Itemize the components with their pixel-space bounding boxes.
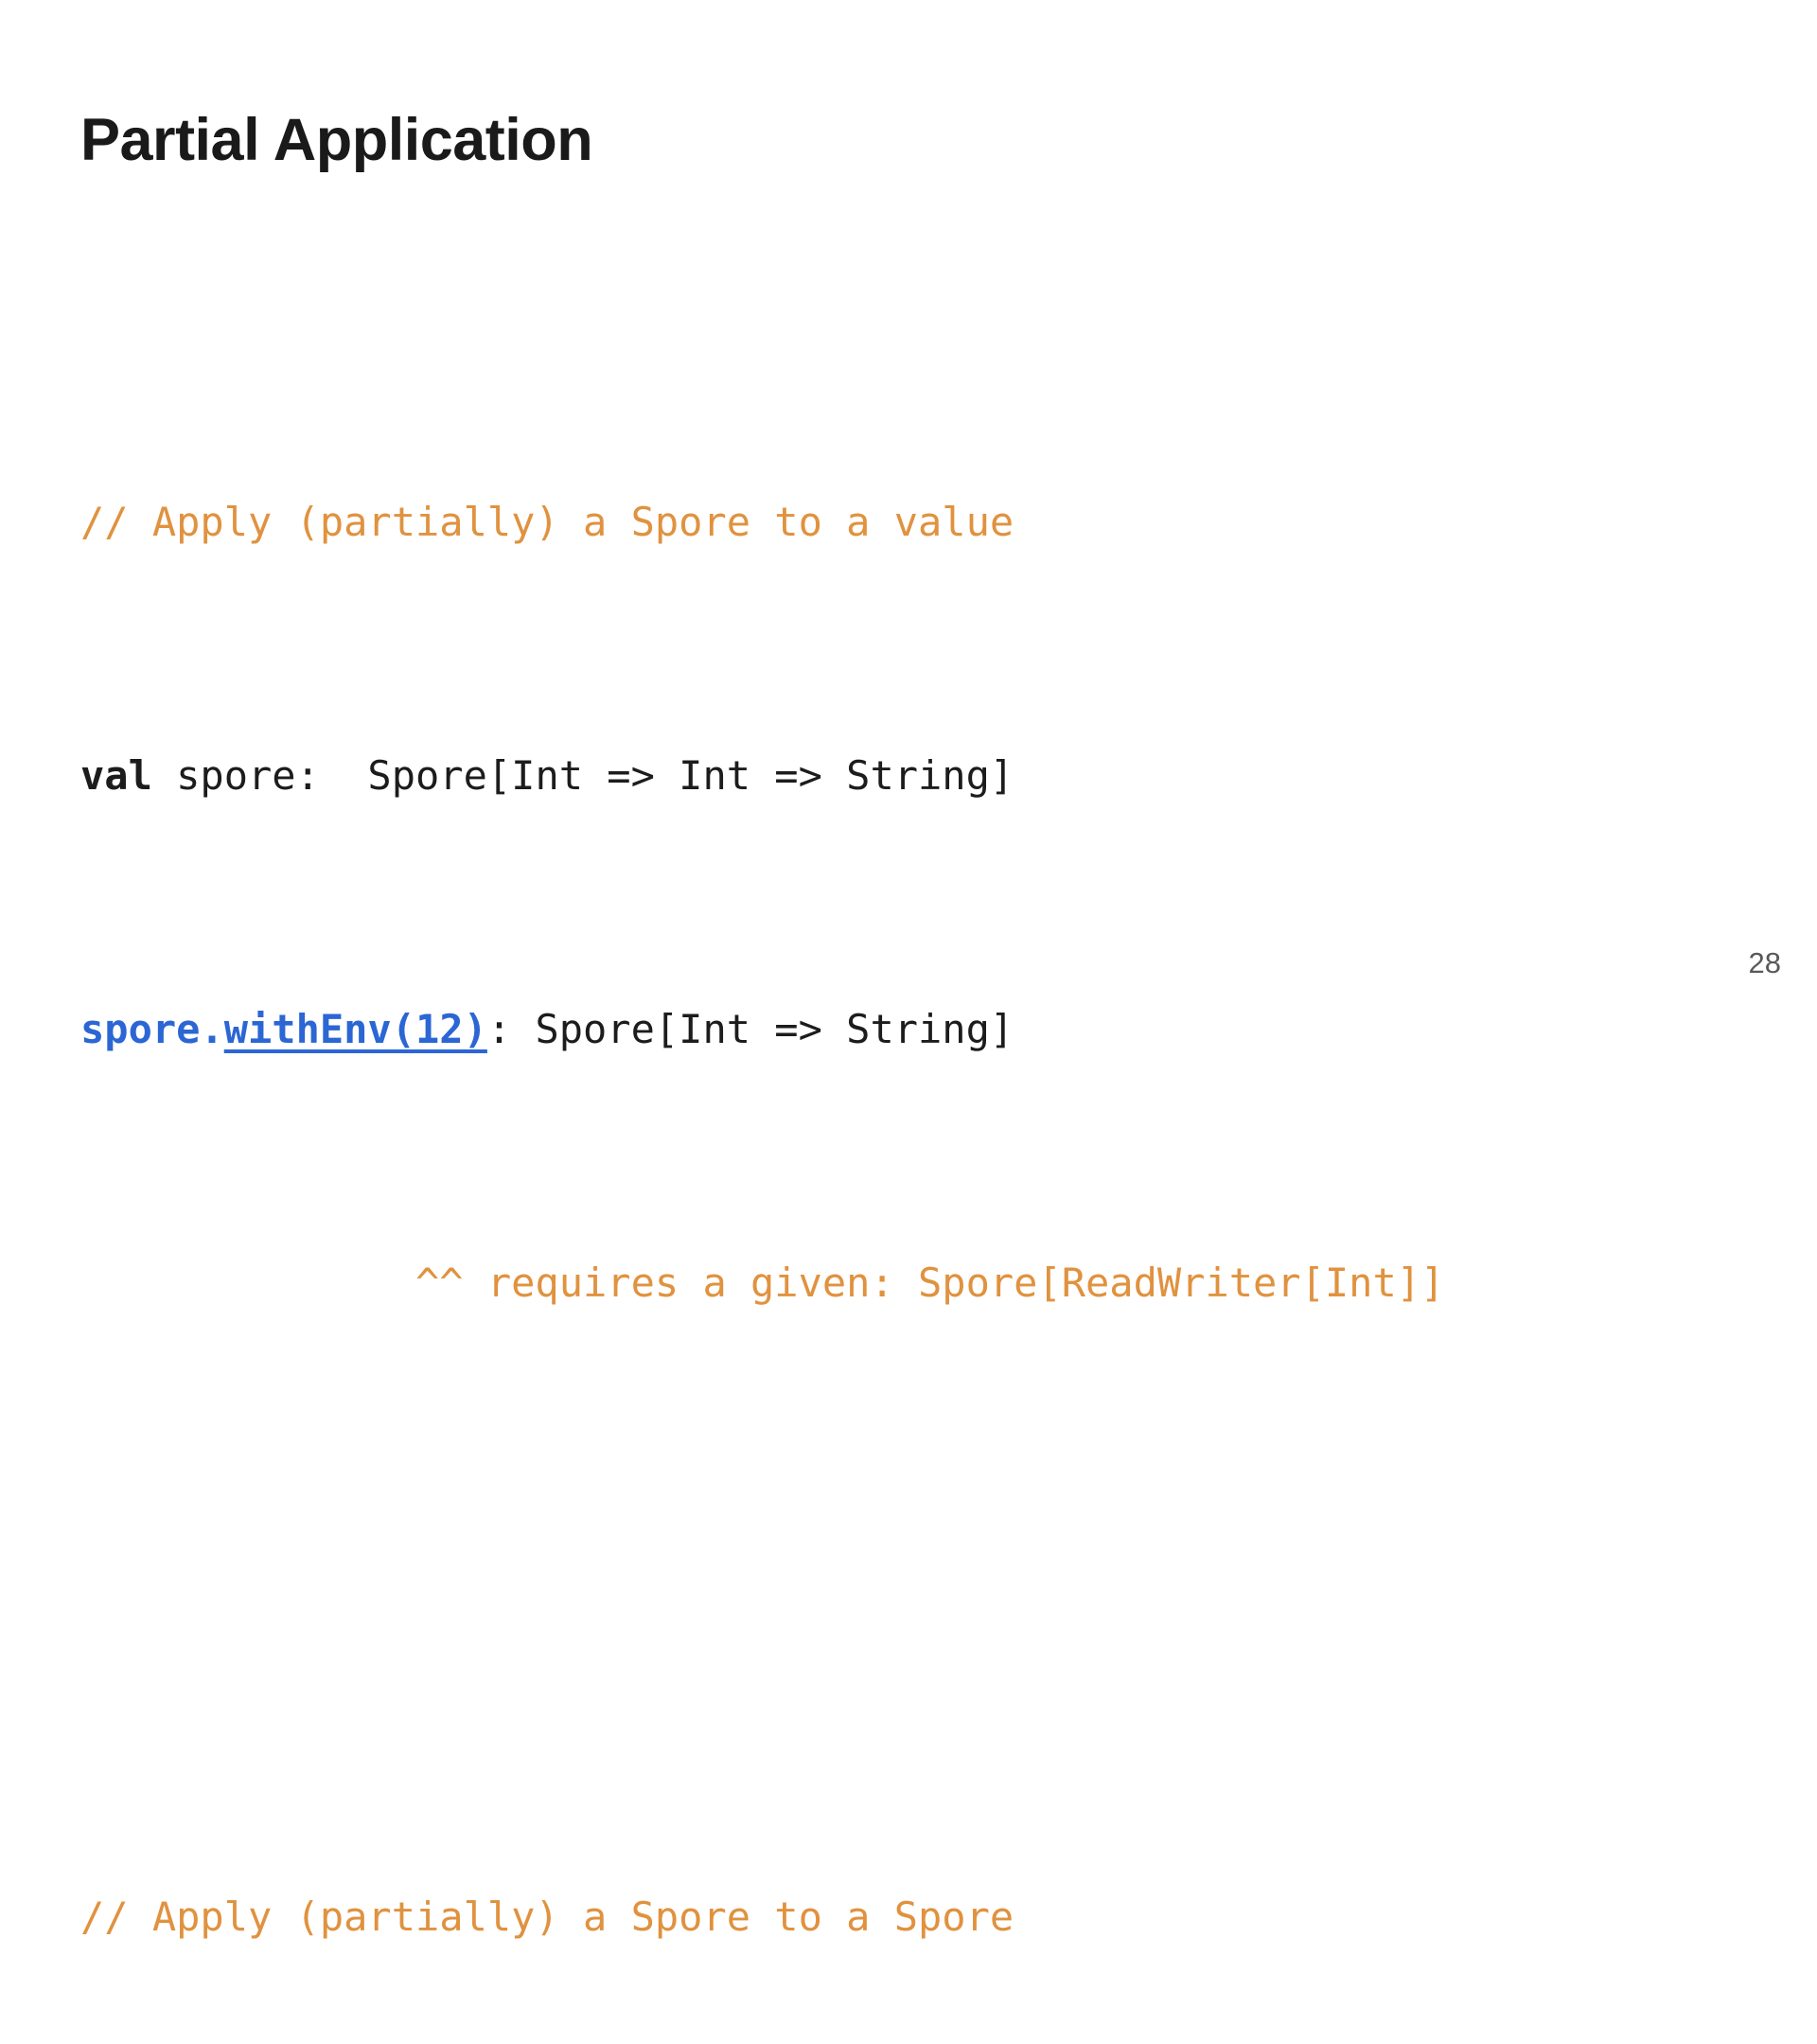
code-comment-apply-value: // Apply (partially) a Spore to a value <box>80 490 1444 554</box>
code-block: // Apply (partially) a Spore to a value … <box>80 237 1444 2044</box>
blank-line <box>80 1568 1444 1631</box>
code-comment-apply-spore: // Apply (partially) a Spore to a Spore <box>80 1885 1444 1948</box>
val-keyword: val <box>80 752 152 799</box>
withenv-call-link: withEnv(12) <box>223 1006 487 1052</box>
code-line-val-spore: val spore: Spore[Int => Int => String] <box>80 744 1444 807</box>
result-type: : Spore[Int => String] <box>486 1006 1014 1052</box>
code-annotation-requires-given: ^^ requires a given: Spore[ReadWriter[In… <box>80 1251 1444 1314</box>
annotation-text: ^^ requires a given: Spore[ReadWriter[In… <box>80 1260 1445 1306</box>
receiver-spore: spore. <box>80 1006 224 1052</box>
comment-text: // Apply (partially) a Spore to a Spore <box>80 1894 1014 1940</box>
page-title: Partial Application <box>80 107 593 173</box>
val-declaration: spore: Spore[Int => Int => String] <box>151 752 1014 799</box>
code-line-withenv-call: spore.withEnv(12): Spore[Int => String] <box>80 997 1444 1061</box>
comment-text: // Apply (partially) a Spore to a value <box>80 499 1014 545</box>
page-number: 28 <box>1748 946 1781 979</box>
slide: Partial Application // Apply (partially)… <box>80 107 1781 1940</box>
